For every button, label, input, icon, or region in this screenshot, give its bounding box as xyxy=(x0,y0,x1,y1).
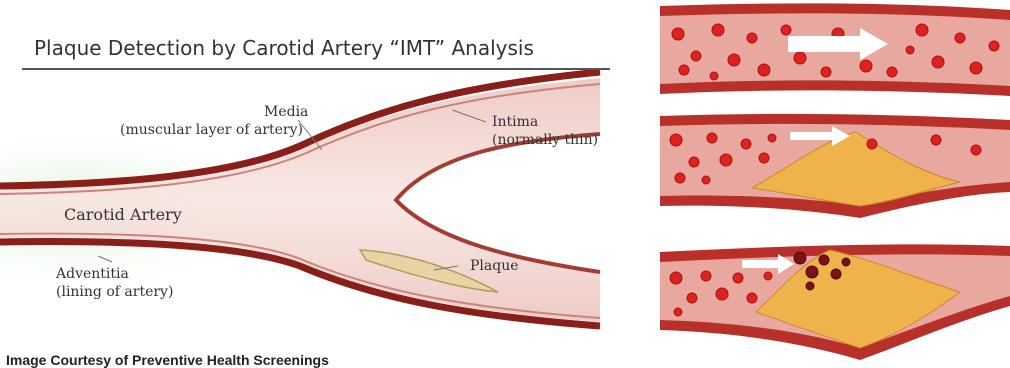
label-media: Media xyxy=(264,104,308,121)
vessel-healthy xyxy=(660,0,1010,100)
label-intima: Intima xyxy=(492,114,538,131)
vessel-moderate-plaque xyxy=(660,110,1010,220)
label-carotid-artery: Carotid Artery xyxy=(64,206,182,223)
label-media-sub: (muscular layer of artery) xyxy=(120,122,303,139)
label-intima-sub: (normally thin) xyxy=(492,132,598,149)
plaque-progression-panel xyxy=(660,0,1010,366)
diagram-title: Plaque Detection by Carotid Artery “IMT”… xyxy=(34,36,534,60)
label-plaque: Plaque xyxy=(470,258,519,275)
label-adventitia-sub: (lining of artery) xyxy=(56,284,173,301)
carotid-diagram: Plaque Detection by Carotid Artery “IMT”… xyxy=(0,0,640,366)
vessel-severe-plaque xyxy=(660,232,1010,366)
label-adventitia: Adventitia xyxy=(56,266,129,283)
title-underline xyxy=(22,68,610,70)
